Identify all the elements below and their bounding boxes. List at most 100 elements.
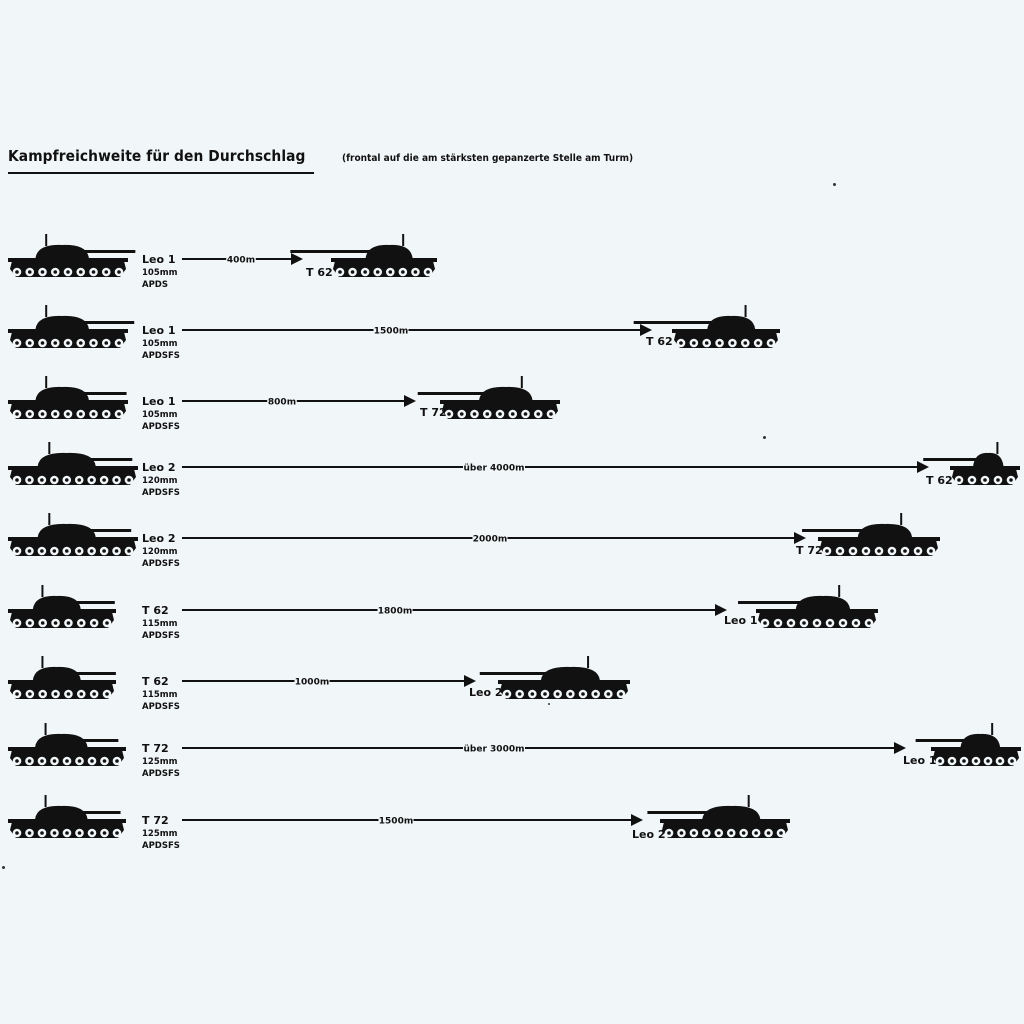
- tank-fender: [931, 747, 1021, 751]
- tank-wheel-hub: [375, 270, 380, 274]
- range-label-gap: [294, 675, 330, 687]
- tank-wheel-hub: [115, 831, 119, 835]
- shooter-caliber: 115mm: [142, 690, 178, 700]
- range-arrowhead: [291, 253, 303, 265]
- tank-wheel-hub: [606, 692, 611, 696]
- tank-barrel: [67, 250, 136, 253]
- tank-fender: [8, 329, 128, 333]
- tank-wheel-hub: [766, 831, 771, 835]
- tank-wheel-hub: [90, 759, 94, 763]
- shooter-ammo: APDSFS: [142, 702, 180, 712]
- tank-wheel-hub: [66, 692, 71, 696]
- range-arrowhead: [917, 461, 929, 473]
- tank-wheel-hub: [15, 478, 19, 482]
- tank-turret: [35, 315, 89, 329]
- tank-wheel-hub: [64, 478, 69, 482]
- tank-wheel-hub: [104, 412, 109, 416]
- tank-turret: [35, 733, 88, 747]
- tank-wheel-hub: [950, 759, 954, 763]
- tank-barrel: [647, 811, 722, 814]
- tank-turret: [35, 386, 89, 400]
- tank-wheel-hub: [15, 831, 19, 835]
- tank-fender: [818, 537, 940, 541]
- range-label: 400m: [227, 256, 255, 266]
- tank-turret: [857, 523, 913, 537]
- tank-wheel-hub: [916, 549, 920, 553]
- tank-wheel-hub: [536, 412, 541, 416]
- tank-fender: [8, 258, 128, 262]
- tank-wheel-hub: [789, 621, 793, 625]
- tank-fender: [8, 466, 138, 470]
- tank-hull: [674, 332, 778, 348]
- tank-wheel-hub: [485, 412, 490, 416]
- tank-wheel-hub: [459, 412, 464, 416]
- tank-wheel-hub: [555, 692, 560, 696]
- tank-fender: [8, 400, 128, 404]
- tank-wheel-hub: [851, 549, 855, 553]
- tank-wheel-hub: [40, 270, 45, 274]
- tank-hull: [10, 683, 114, 699]
- tank-turret: [795, 595, 851, 609]
- tank-turret: [37, 523, 96, 537]
- target-name: T 72: [420, 406, 447, 419]
- tank-wheel-hub: [52, 549, 57, 553]
- tank-wheel-hub: [64, 549, 69, 553]
- tank-wheel-hub: [27, 759, 32, 763]
- target-name: Leo 1: [724, 614, 758, 627]
- tank-barrel: [61, 672, 116, 675]
- tank-wheel-hub: [115, 759, 119, 763]
- tank-wheel-hub: [91, 412, 96, 416]
- tank-fender: [8, 609, 116, 613]
- tank-barrel: [72, 458, 133, 461]
- tank-wheel-hub: [127, 478, 131, 482]
- tank-wheel-hub: [89, 549, 94, 553]
- scan-speck: [548, 703, 550, 705]
- tank-barrel: [67, 392, 127, 395]
- tank-wheel-hub: [28, 621, 32, 625]
- range-arrowhead: [640, 324, 652, 336]
- tank-wheel-hub: [105, 621, 109, 625]
- tank-wheel-hub: [929, 549, 933, 553]
- tank-fender: [756, 609, 878, 613]
- range-label-gap: [378, 814, 414, 826]
- tank-wheel-hub: [802, 621, 806, 625]
- tank-fender: [331, 258, 437, 262]
- tank-wheel-hub: [593, 692, 598, 696]
- tank-wheel-hub: [970, 478, 974, 482]
- tank-wheel-hub: [65, 831, 69, 835]
- tank-wheel-hub: [828, 621, 832, 625]
- tank-turret: [960, 733, 1001, 747]
- tank-wheel-hub: [28, 692, 32, 696]
- tank-wheel-hub: [15, 621, 19, 625]
- tank-wheel-hub: [864, 549, 868, 553]
- tank-barrel: [72, 529, 132, 532]
- tank-wheel-hub: [1010, 759, 1014, 763]
- tank-wheel-hub: [40, 831, 44, 835]
- range-label-gap: [373, 324, 409, 336]
- scan-speck: [2, 866, 5, 869]
- tank-wheel-hub: [66, 270, 70, 274]
- row-9: [8, 795, 790, 838]
- range-arrowhead: [894, 742, 906, 754]
- tank-wheel-hub: [53, 621, 58, 625]
- tank-wheel-hub: [127, 549, 131, 553]
- tank-wheel-hub: [40, 692, 45, 696]
- tank-wheel-hub: [825, 549, 829, 553]
- range-label: über 3000m: [464, 745, 525, 755]
- tank-wheel-hub: [704, 831, 709, 835]
- tank-barrel: [66, 739, 119, 742]
- row-6: [8, 585, 878, 628]
- tank-wheel-hub: [40, 412, 45, 416]
- scan-speck: [763, 436, 766, 439]
- shooter-caliber: 120mm: [142, 476, 178, 486]
- tank-wheel-hub: [986, 759, 990, 763]
- row-5: [8, 513, 940, 556]
- tank-wheel-hub: [890, 549, 894, 553]
- tank-fender: [8, 680, 116, 684]
- tank-barrel: [738, 601, 814, 604]
- tank-wheel-hub: [957, 478, 961, 482]
- tank-wheel-hub: [505, 692, 509, 696]
- tank-wheel-hub: [974, 759, 978, 763]
- row-8: [8, 723, 1021, 766]
- tank-wheel-hub: [92, 692, 96, 696]
